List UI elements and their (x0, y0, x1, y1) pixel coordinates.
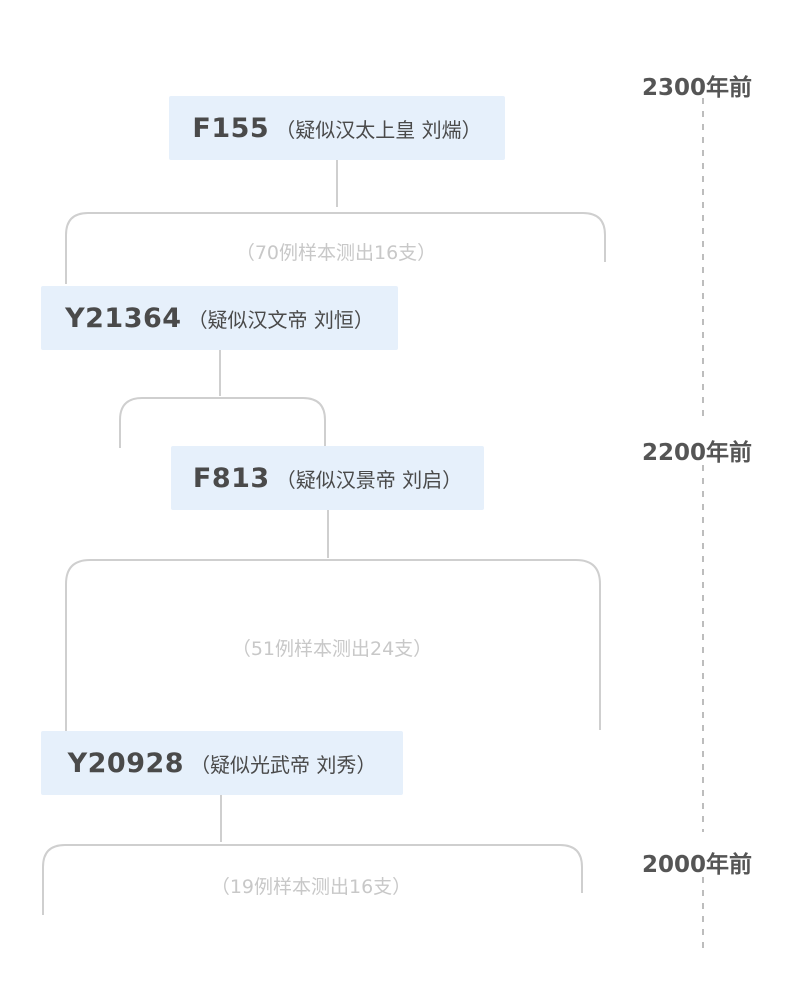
node-code: Y20928 (67, 747, 185, 779)
timeline-label: 2200年前 (642, 440, 753, 466)
node-label: （疑似汉文帝 刘恒） (187, 307, 374, 332)
node-code: F813 (192, 462, 270, 494)
group-count-label: （19例样本测出16支） (210, 876, 412, 898)
branch-bar (65, 212, 606, 284)
node-f155: F155 （疑似汉太上皇 刘煓） (169, 96, 505, 160)
timeline-label: 2000年前 (642, 852, 753, 878)
branch-bar (65, 559, 601, 731)
node-code: Y21364 (65, 302, 182, 334)
branch-bar (42, 844, 583, 915)
node-label: （疑似光武帝 刘秀） (190, 752, 377, 777)
group-count-label: （70例样本测出16支） (235, 242, 437, 264)
node-y20928: Y20928 （疑似光武帝 刘秀） (41, 731, 403, 795)
group-count-label: （51例样本测出24支） (231, 638, 433, 660)
fork-bar (119, 397, 326, 448)
node-label: （疑似汉太上皇 刘煓） (275, 117, 482, 142)
node-label: （疑似汉景帝 刘启） (275, 467, 463, 492)
node-f813: F813 （疑似汉景帝 刘启） (171, 446, 484, 510)
node-y21364: Y21364 （疑似汉文帝 刘恒） (41, 286, 398, 350)
timeline-label: 2300年前 (642, 75, 753, 101)
node-code: F155 (192, 112, 270, 144)
